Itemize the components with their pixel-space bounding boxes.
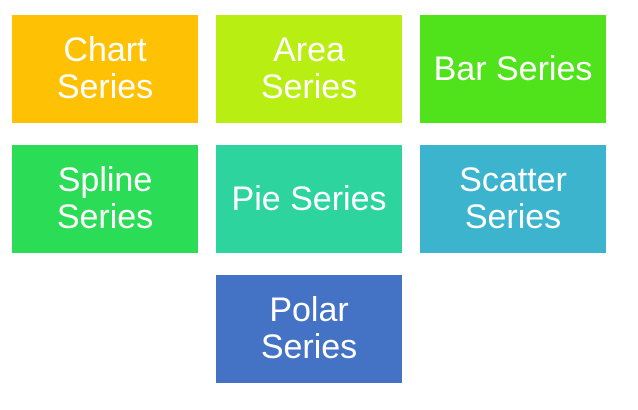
tile-bar-series-label: Bar Series [433,49,593,88]
tile-area-series[interactable]: Area Series [216,15,402,123]
tile-spline-series-label: Spline Series [56,161,154,236]
tile-scatter-series[interactable]: Scatter Series [420,145,606,253]
tile-scatter-series-label: Scatter Series [459,161,567,236]
tile-polar-series[interactable]: Polar Series [216,275,402,383]
tile-pie-series-label: Pie Series [231,179,387,218]
tile-pie-series[interactable]: Pie Series [216,145,402,253]
tile-spline-series[interactable]: Spline Series [12,145,198,253]
tile-bar-series[interactable]: Bar Series [420,15,606,123]
tile-chart-series-label: Chart Series [56,31,154,106]
tile-area-series-label: Area Series [260,31,358,106]
tile-polar-series-label: Polar Series [260,291,358,366]
tile-chart-series[interactable]: Chart Series [12,15,198,123]
